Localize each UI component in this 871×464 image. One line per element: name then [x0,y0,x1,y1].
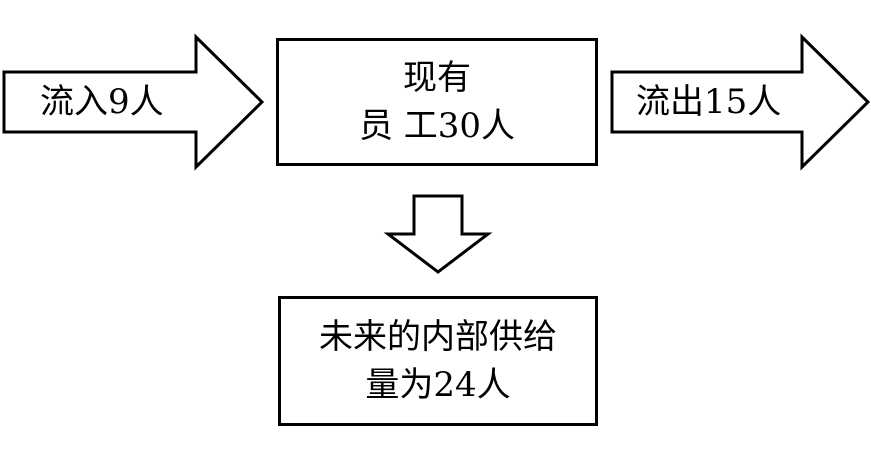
future-supply-box: 未来的内部供给 量为24人 [278,296,598,426]
current-staff-box: 现有 员 工30人 [276,38,598,166]
future-supply-line1: 未来的内部供给 [319,317,557,357]
outflow-arrow [610,33,871,171]
outflow-label: 流出15人 [636,82,782,122]
future-supply-line2: 量为24人 [365,365,511,405]
inflow-label: 流入9人 [40,82,164,122]
inflow-arrow [2,33,265,171]
down-arrow [383,194,493,274]
current-staff-line1: 现有 [403,58,471,98]
current-staff-line2: 员 工30人 [358,106,516,146]
